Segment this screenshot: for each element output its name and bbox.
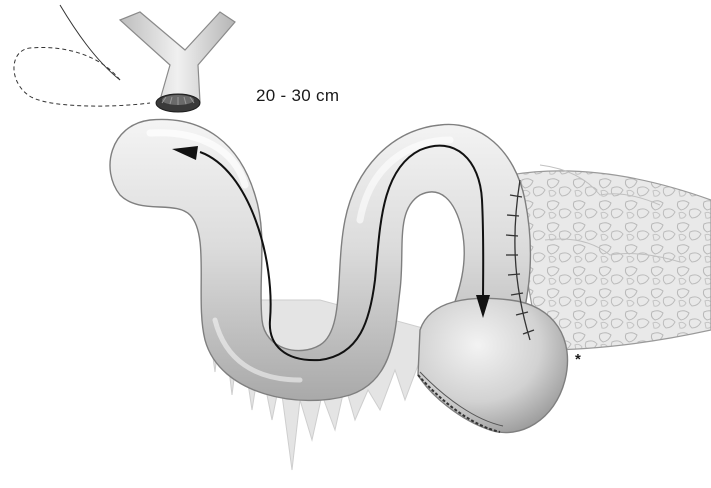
length-label: 20 - 30 cm: [256, 86, 339, 106]
asterisk-marker: *: [575, 351, 581, 368]
stapled-pouch-icon: [418, 298, 568, 432]
anastomosis-icon: [156, 94, 200, 112]
vessel-bifurcation-icon: [120, 12, 235, 102]
